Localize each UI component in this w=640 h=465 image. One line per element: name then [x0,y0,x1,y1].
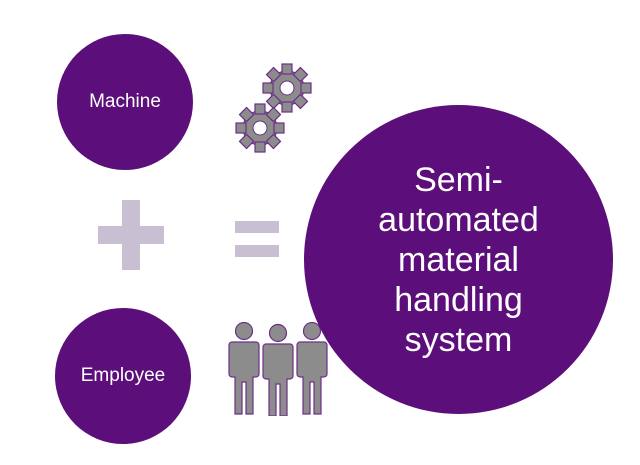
machine-label: Machine [89,91,161,112]
result-circle: Semi-automated material handling system [304,105,613,414]
employee-circle: Employee [55,308,191,444]
plus-icon [98,200,164,270]
machine-circle: Machine [57,34,193,170]
gears-icon [235,63,312,153]
result-label: Semi-automated material handling system [378,160,539,359]
employee-label: Employee [80,365,166,386]
equals-icon [235,221,279,257]
people-icon [228,322,328,416]
